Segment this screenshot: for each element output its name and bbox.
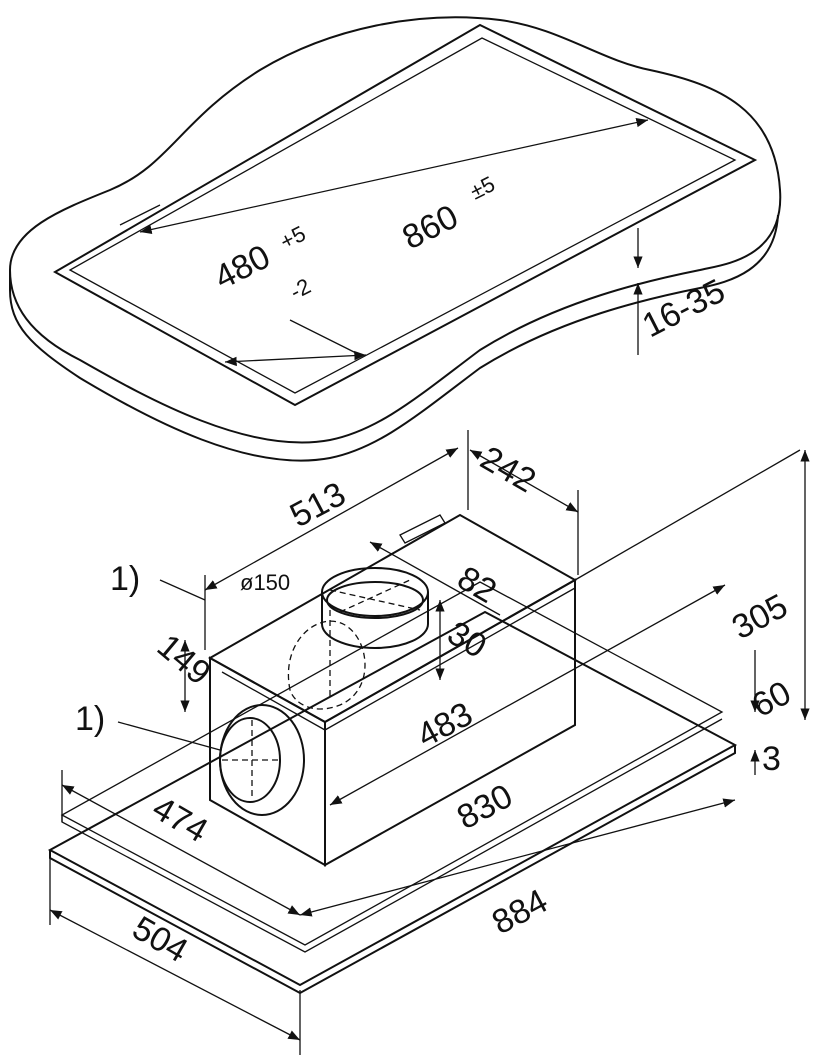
frame-height-label: 60 (746, 674, 797, 725)
duct-offset-label: 82 (451, 559, 503, 611)
dimension-lines (49, 430, 810, 1055)
total-height-label: 305 (726, 587, 794, 647)
inner-length-label: 830 (451, 777, 519, 837)
dimension-line-cutout-width (224, 350, 367, 367)
cutout-width-tol-minus: -2 (286, 273, 315, 304)
duct-diameter-label: ø150 (240, 570, 290, 595)
cutout-outline (52, 23, 758, 407)
top-duct-outlet (287, 567, 429, 710)
side-duct-outlet (219, 704, 305, 816)
panel-thickness-label: 3 (762, 740, 781, 778)
cutout-length-label: 860 (396, 198, 464, 258)
worktop-thickness-label: 16-35 (636, 272, 731, 345)
side-outlet-height-label: 149 (150, 627, 218, 693)
housing-length-label: 513 (284, 475, 352, 535)
worktop (8, 16, 782, 462)
housing-depth-label: 242 (474, 439, 542, 500)
motor-housing (207, 513, 578, 867)
panel-length-label: 884 (486, 882, 554, 942)
note-marker-side: 1) (75, 700, 105, 738)
cutout-length-tolerance: ±5 (466, 171, 499, 204)
housing-width-label: 483 (411, 695, 479, 755)
cutout-width-label: 480 (208, 238, 276, 298)
panel-depth-label: 504 (126, 909, 194, 970)
cutout-width-tol-plus: +5 (276, 221, 310, 255)
inner-depth-label: 474 (146, 789, 214, 850)
note-marker-top: 1) (110, 560, 140, 598)
dimension-line-cutout-length (139, 117, 649, 235)
duct-height-label: 30 (441, 614, 493, 666)
